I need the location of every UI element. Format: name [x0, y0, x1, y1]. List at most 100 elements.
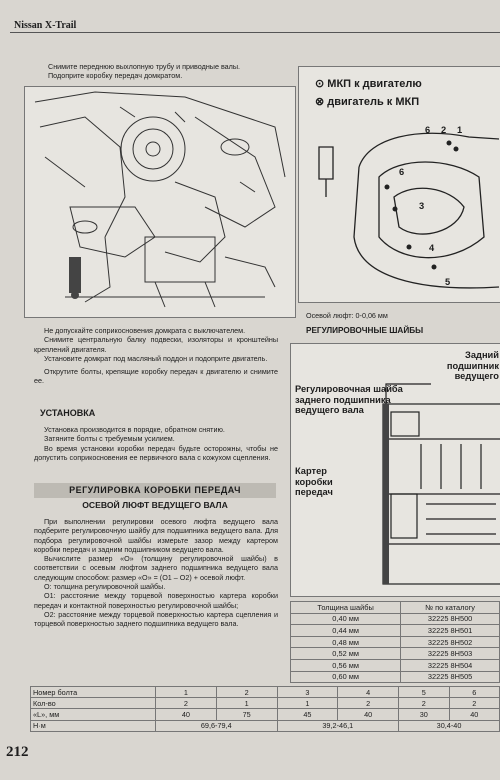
circle-dot-icon: ⊙	[315, 78, 325, 90]
case-label: Картер коробки передач	[295, 466, 333, 497]
paragraph: О2: расстояние между торцевой поверхност…	[34, 609, 278, 629]
bolt-number: 3	[419, 201, 425, 211]
paragraph: Установите домкрат под масляный поддон и…	[44, 353, 268, 363]
table-cell: 1	[155, 685, 217, 699]
table-cell: 2	[398, 697, 450, 710]
paragraph: Во время установки коробки передач будьт…	[34, 443, 278, 462]
table-cell: 0,40 мм	[289, 612, 402, 626]
running-header: Nissan X-Trail	[14, 20, 77, 31]
gearbox-cross-section	[382, 383, 500, 585]
paragraph: О1: расстояние между торцевой поверхност…	[34, 591, 278, 610]
table-cell: 1	[276, 697, 339, 710]
install-heading: УСТАНОВКА	[40, 408, 96, 418]
housing-outline	[318, 132, 500, 289]
bolt-number: 4	[429, 243, 435, 253]
shims-heading: РЕГУЛИРОВОЧНЫЕ ШАЙБЫ	[306, 326, 424, 335]
bolt-table: Номер болта 1 2 3 4 5 6 Кол-во 2 1 1 2 2…	[30, 685, 500, 732]
table-cell: 2	[337, 697, 400, 710]
bolt-number: 6	[425, 125, 431, 135]
table-cell: 40	[155, 708, 217, 721]
paragraph: Вычислите размер «О» (толщину регулирово…	[34, 554, 278, 582]
table-cell: 40	[337, 708, 400, 721]
axial-play-note: Осевой люфт: 0-0,06 мм	[306, 311, 388, 320]
shim-section-figure: Задний подшипник ведущего Регулировочная…	[290, 343, 500, 597]
table-cell: 6	[448, 685, 500, 699]
top-steps: Снимите переднюю выхлопную трубу и приво…	[48, 62, 288, 81]
section-subtitle: ОСЕВОЙ ЛЮФТ ВЕДУЩЕГО ВАЛА	[82, 500, 228, 510]
table-cell: 2	[215, 685, 278, 699]
adjust-text: При выполнении регулировки осевого люфта…	[34, 517, 278, 629]
table-row: «L», мм 40 75 45 40 30 40	[30, 708, 500, 721]
table-cell: 45	[276, 708, 339, 721]
table-cell: 30	[398, 708, 450, 721]
paragraph: Затяните болты с требуемым усилием.	[44, 434, 175, 444]
circle-cross-icon: ⊗	[315, 96, 325, 108]
table-cell: 5	[398, 685, 450, 699]
transmission-jack-illustration	[24, 86, 296, 318]
paragraph: При выполнении регулировки осевого люфта…	[34, 517, 278, 554]
table-cell: 30,4-40	[398, 719, 500, 732]
table-cell: Кол-во	[30, 697, 156, 710]
legend-item-2: ⊗ двигатель к МКП	[315, 97, 419, 108]
table-cell: 2	[155, 697, 217, 710]
table-cell: 32225 8H501	[400, 624, 500, 637]
table-cell: 69,6-79,4	[155, 719, 278, 732]
table-cell: 0,56 мм	[289, 658, 402, 672]
install-text: Установка производится в порядке, обратн…	[34, 425, 278, 462]
legend-text: двигатель к МКП	[327, 96, 420, 108]
table-cell: 0,52 мм	[289, 647, 402, 660]
header-rule	[10, 32, 500, 33]
table-cell: 0,44 мм	[289, 624, 402, 637]
bolt-number: 1	[457, 125, 463, 135]
bolt-number: 2	[441, 125, 447, 135]
table-cell: 32225 8H505	[400, 670, 500, 684]
table-row: Кол-во 2 1 1 2 2 2	[30, 697, 500, 710]
section-banner: РЕГУЛИРОВКА КОРОБКИ ПЕРЕДАЧ	[34, 483, 276, 498]
removal-text: Не допускайте соприкосновения домкрата с…	[34, 326, 278, 386]
paragraph: Не допускайте соприкосновения домкрата с…	[44, 326, 246, 335]
table-cell: 4	[337, 685, 400, 699]
table-cell: 40	[448, 708, 500, 721]
paragraph: Снимите центральную балку подвески, изол…	[34, 335, 278, 354]
table-cell: «L», мм	[30, 708, 156, 721]
table-cell: 75	[215, 708, 278, 721]
table-row: Н·м 69,6-79,4 39,2-46,1 30,4-40	[30, 719, 500, 732]
table-cell: 1	[215, 697, 278, 710]
paragraph: О: толщина регулировочной шайбы.	[44, 582, 166, 592]
step-text: Подоприте коробку передач домкратом.	[48, 71, 183, 81]
rear-bearing-label: Задний подшипник ведущего	[446, 350, 499, 381]
table-cell: Номер болта	[30, 685, 156, 699]
table-cell: 39,2-46,1	[276, 719, 400, 732]
table-row: Номер болта 1 2 3 4 5 6	[30, 685, 500, 699]
table-cell: 2	[448, 697, 500, 710]
legend-item-1: ⊙ МКП к двигателю	[315, 79, 422, 90]
table-cell: 32225 8H502	[400, 635, 500, 649]
table-header-row: Толщина шайбы № по каталогу	[289, 601, 500, 614]
bolt-diagram: ⊙ МКП к двигателю ⊗ двигатель к МКП 1 2 …	[298, 66, 500, 303]
table-cell: 32225 8H503	[400, 647, 500, 660]
table-cell: 0,60 мм	[289, 670, 402, 684]
table-cell: Н·м	[30, 719, 156, 732]
table-cell: 3	[276, 685, 339, 699]
column-header: № по каталогу	[400, 601, 500, 614]
table-cell: 0,48 мм	[289, 635, 402, 649]
paragraph: Открутите болты, крепящие коробку переда…	[34, 367, 278, 386]
table-cell: 32225 8H500	[400, 612, 500, 626]
bolt-number: 6	[399, 167, 405, 177]
table-cell: 32225 8H504	[400, 658, 500, 672]
column-header: Толщина шайбы	[289, 601, 402, 614]
page-number: 212	[6, 744, 29, 760]
engine-line-drawing	[34, 91, 286, 308]
step-text: Снимите переднюю выхлопную трубу и приво…	[48, 62, 241, 71]
legend-text: МКП к двигателю	[327, 78, 422, 90]
shim-label: Регулировочная шайба заднего подшипника …	[295, 384, 403, 415]
bolt-number: 5	[445, 277, 451, 287]
paragraph: Установка производится в порядке, обратн…	[44, 425, 225, 434]
